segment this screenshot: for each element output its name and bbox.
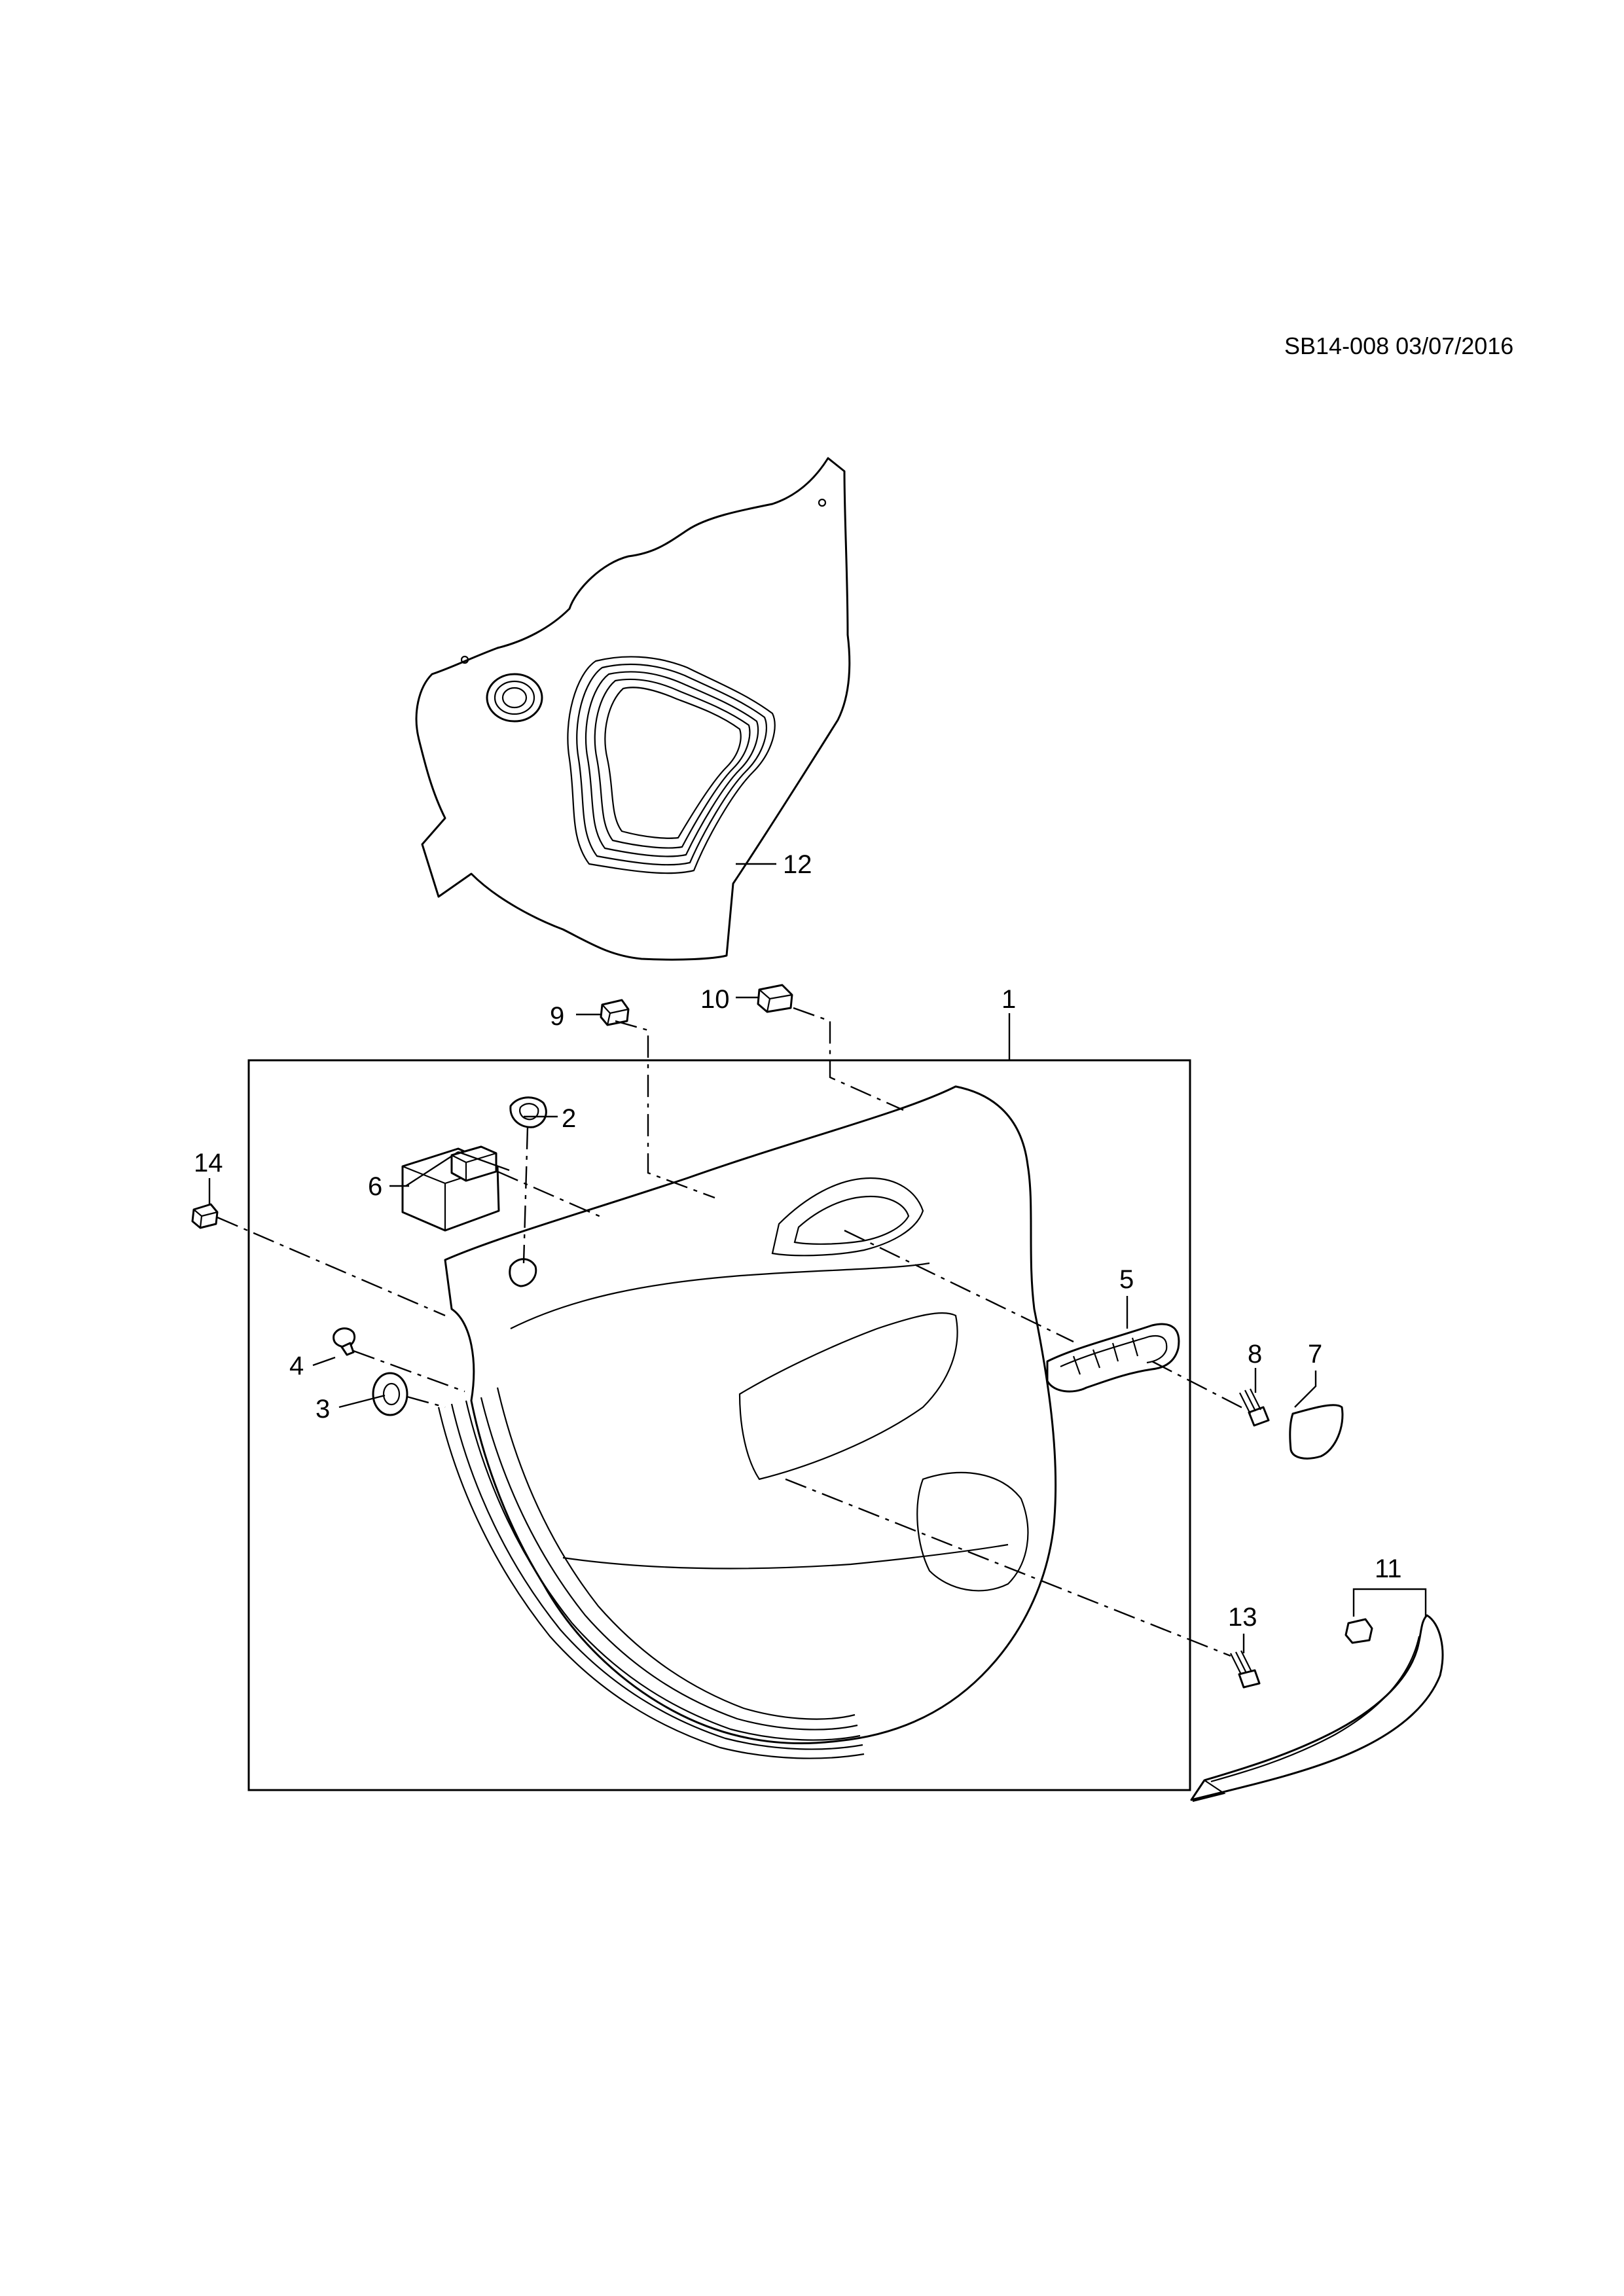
callout-14: 14 bbox=[194, 1149, 223, 1177]
callout-13: 13 bbox=[1228, 1603, 1257, 1632]
water-deflector-part-12 bbox=[415, 457, 851, 961]
clip-part-14 bbox=[191, 1203, 219, 1229]
inside-handle-part-5 bbox=[1046, 1323, 1180, 1393]
document-reference: SB14-008 03/07/2016 bbox=[1284, 332, 1514, 359]
leader-lines bbox=[208, 863, 1427, 1653]
callout-8: 8 bbox=[1248, 1340, 1262, 1369]
callout-9: 9 bbox=[550, 1002, 564, 1031]
lower-trim-strip-part-11 bbox=[1190, 1614, 1444, 1803]
callout-numbers: 1 2 3 4 5 6 7 8 9 10 11 12 13 14 bbox=[194, 850, 1402, 1632]
screw-part-8 bbox=[1239, 1388, 1270, 1427]
clip-part-2 bbox=[509, 1096, 547, 1128]
callout-7: 7 bbox=[1308, 1340, 1322, 1369]
callout-3: 3 bbox=[316, 1395, 330, 1424]
callout-12: 12 bbox=[783, 850, 812, 879]
handle-cover-part-7 bbox=[1289, 1404, 1344, 1460]
window-switch-part-6 bbox=[401, 1145, 500, 1232]
screw-part-13 bbox=[1230, 1650, 1261, 1689]
clip-part-10 bbox=[757, 984, 793, 1013]
clip-part-9 bbox=[600, 999, 630, 1026]
push-pin-part-4 bbox=[333, 1327, 356, 1356]
callout-10: 10 bbox=[700, 985, 730, 1014]
grommet-part-3 bbox=[372, 1372, 408, 1416]
callout-1: 1 bbox=[1001, 985, 1016, 1014]
callout-5: 5 bbox=[1119, 1265, 1134, 1294]
callout-2: 2 bbox=[562, 1104, 576, 1133]
callout-4: 4 bbox=[289, 1352, 304, 1380]
assembly-dashed-lines bbox=[217, 1007, 1244, 1657]
assembly-boundary-box bbox=[247, 1059, 1191, 1791]
callout-11: 11 bbox=[1375, 1554, 1402, 1583]
door-trim-panel-part-1 bbox=[437, 1085, 1057, 1759]
callout-6: 6 bbox=[368, 1172, 382, 1201]
